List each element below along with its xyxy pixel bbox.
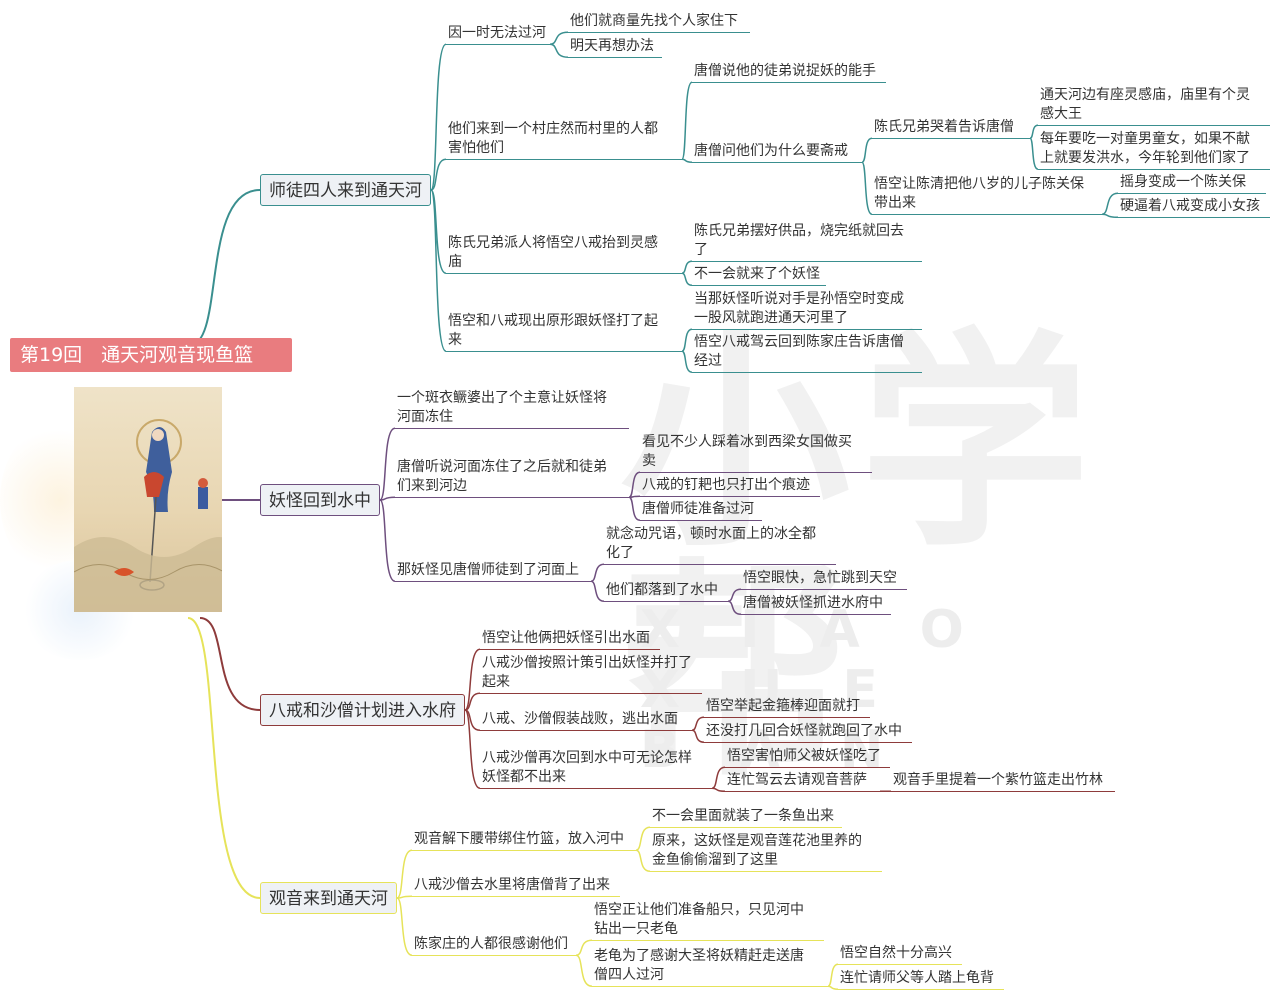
node[interactable]: 不一会就来了个妖怪 [692,265,826,286]
connector-line [575,954,593,987]
node[interactable]: 八戒沙僧再次回到水中可无论怎样 妖怪都不出来 [480,749,712,789]
connector-line [635,849,651,872]
connector-line [681,350,693,373]
node[interactable]: 唐僧问他们为什么要斋戒 [692,142,862,163]
branch-guanyin-arrives[interactable]: 观音来到通天河 [260,882,397,914]
node[interactable]: 连忙请师父等人踏上龟背 [838,969,1004,990]
node[interactable]: 就念动咒语，顿时水面上的冰全都 化了 [604,525,836,565]
node[interactable]: 当那妖怪听说对手是孙悟空时变成 一股风就跑进通天河里了 [692,290,922,330]
node[interactable]: 他们来到一个村庄然而村里的人都 害怕他们 [446,120,682,160]
node[interactable]: 陈氏兄弟哭着告诉唐僧 [872,118,1030,139]
watermark-logo: 小学帮 [620,311,1101,808]
node[interactable]: 八戒、沙僧假装战败，逃出水面 [480,710,692,731]
node[interactable]: 陈氏兄弟摆好供品，烧完纸就回去 了 [692,222,922,262]
node[interactable]: 他们都落到了水中 [604,581,728,602]
connector-line [827,985,839,990]
connector-line [727,588,742,602]
connector-line [711,787,726,792]
node[interactable]: 不一会里面就装了一条鱼出来 [650,807,842,828]
connector-line [396,897,413,956]
connector-line [681,328,693,352]
node[interactable]: 通天河边有座灵感庙，庙里有个灵 感大王 [1038,86,1270,126]
branch-plan-enter-water-palace[interactable]: 八戒和沙僧计划进入水府 [260,694,465,726]
connector-line [590,580,605,602]
connector-line [189,189,261,346]
connector-line [681,81,693,160]
connector-line [590,563,605,582]
connector-line [827,963,839,987]
node[interactable]: 每年要吃一对童男童女，如果不献 上就要发洪水，今年轮到他们家了 [1038,130,1270,170]
node[interactable]: 悟空举起金箍棒迎面就打 [704,697,870,718]
guanyin-illustration [74,387,222,612]
connector-line [635,826,651,851]
node[interactable]: 老龟为了感谢大圣将妖精赶走送唐 僧四人过河 [592,947,828,987]
connector-line [464,648,481,711]
node[interactable]: 因一时无法过河 [446,24,550,45]
node[interactable]: 他们就商量先找个人家住下 [568,12,750,33]
connector-line [681,272,693,286]
connector-line [861,137,873,163]
node[interactable]: 连忙驾云去请观音菩萨 [725,771,880,792]
node[interactable]: 悟空和八戒现出原形跟妖怪打了起 来 [446,312,682,352]
connector-line [430,43,447,191]
connector-line [575,939,593,956]
connector-line [1101,213,1119,218]
node[interactable]: 唐僧被妖怪抓进水府中 [741,594,891,615]
connector-line [681,260,693,274]
node[interactable]: 一个斑衣鳜婆出了个主意让妖怪将 河面冻住 [395,389,629,429]
connector-line [628,496,641,521]
connector-line [549,43,569,58]
node[interactable]: 唐僧说他的徒弟说捉妖的能手 [692,62,886,83]
node[interactable]: 悟空自然十分高兴 [838,944,962,965]
node[interactable]: 悟空八戒驾云回到陈家庄告诉唐僧 经过 [692,333,922,373]
connector-line [1101,192,1119,215]
connector-line [691,716,705,731]
node[interactable]: 硬逼着八戒变成小女孩 [1118,197,1270,218]
node[interactable]: 悟空害怕师父被妖怪吃了 [725,747,890,768]
connector-line [1029,124,1039,139]
node[interactable]: 唐僧师徒准备过河 [640,500,762,521]
connector-line [711,766,726,789]
node[interactable]: 悟空让他俩把妖怪引出水面 [480,629,660,650]
connector-line [379,496,396,501]
node[interactable]: 还没打几回合妖怪就跑回了水中 [704,722,912,743]
connector-line [464,692,481,711]
connector-line [681,158,693,163]
connector-line [379,427,396,501]
connector-line [727,600,742,615]
node[interactable]: 摇身变成一个陈关保 [1118,173,1266,194]
node[interactable]: 悟空眼快，急忙跳到天空 [741,569,907,590]
node[interactable]: 八戒沙僧按照计策引出妖怪并打了 起来 [480,654,702,694]
node[interactable]: 八戒沙僧去水里将唐僧背了出来 [412,876,620,897]
node[interactable]: 原来，这妖怪是观音莲花池里养的 金鱼偷偷溜到了这里 [650,832,882,872]
connector-line [430,158,447,191]
branch-arrive-tongtian-river[interactable]: 师徒四人来到通天河 [260,174,431,206]
connector-line [861,161,873,215]
connector-line [379,499,396,582]
branch-monster-returns-to-water[interactable]: 妖怪回到水中 [260,484,380,516]
node[interactable]: 陈家庄的人都很感谢他们 [412,935,576,956]
node[interactable]: 悟空让陈清把他八岁的儿子陈关保 带出来 [872,175,1102,215]
node[interactable]: 观音解下腰带绑住竹篮，放入河中 [412,830,636,851]
node[interactable]: 陈氏兄弟派人将悟空八戒抬到灵感 庙 [446,234,682,274]
connector-line [691,729,705,743]
connector-line [396,849,413,899]
connector-line [430,189,447,352]
node[interactable]: 唐僧听说河面冻住了之后就和徒弟 们来到河边 [395,458,629,498]
connector-line [187,617,261,899]
root-topic[interactable]: 第19回 通天河观音现鱼篮 [10,338,292,372]
connector-line [628,471,641,498]
node[interactable]: 观音手里提着一个紫竹篮走出竹林 [891,771,1115,792]
node[interactable]: 看见不少人踩着冰到西梁女国做买 卖 [640,433,872,473]
node[interactable]: 悟空正让他们准备船只，只见河中 钻出一只老龟 [592,901,824,941]
connector-line [199,617,261,711]
node[interactable]: 八戒的钉耙也只打出个痕迹 [640,476,820,497]
node[interactable]: 那妖怪见唐僧师徒到了河面上 [395,561,591,582]
node[interactable]: 明天再想办法 [568,37,662,58]
connector-line [464,709,481,789]
connector-line [549,31,569,45]
connector-line [1029,137,1039,170]
